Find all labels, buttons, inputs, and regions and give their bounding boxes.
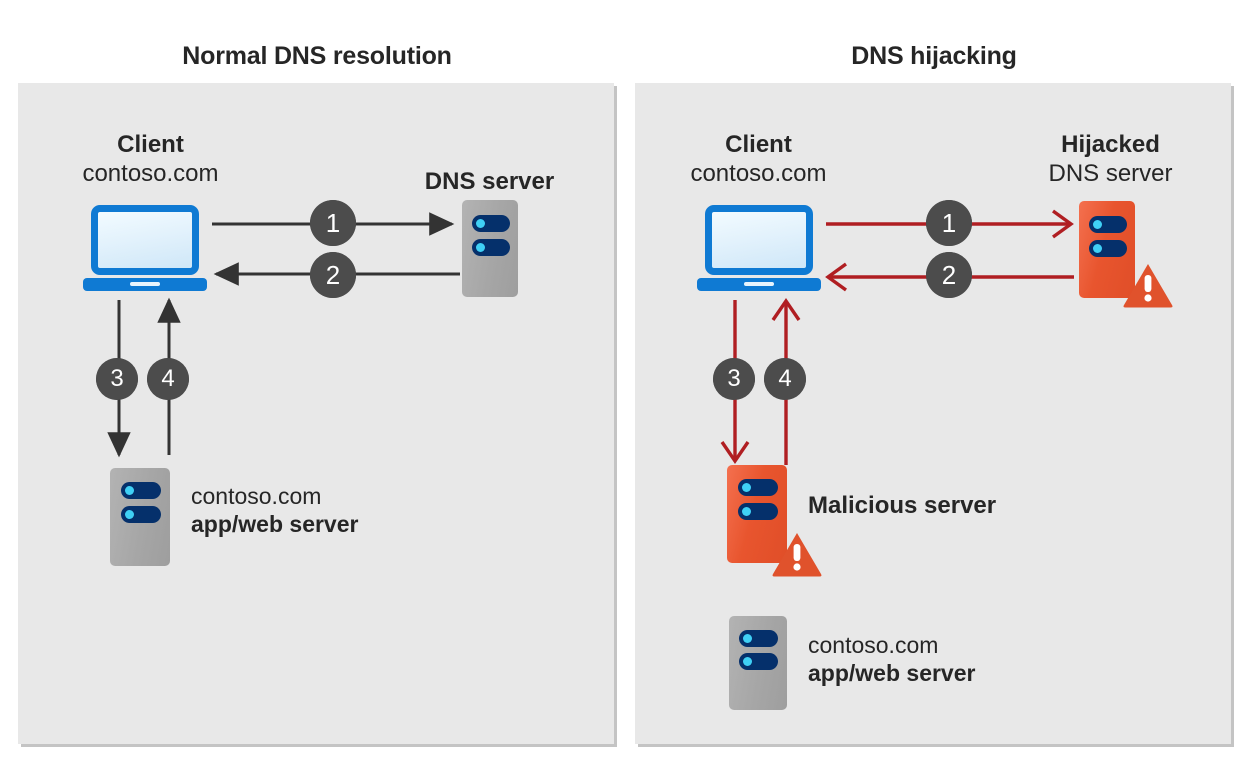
client-subtitle-normal: contoso.com — [82, 160, 219, 188]
app-web-server-role-hijack: app/web server — [808, 660, 976, 687]
server-icon — [729, 616, 787, 710]
app-web-server-label-normal: contoso.com app/web server — [191, 482, 358, 538]
panel-title-hijacking: DNS hijacking — [851, 42, 1017, 70]
server-drive-bay — [738, 479, 778, 496]
step-badge-2-normal-top: 2 — [310, 252, 356, 298]
step-badge-1-hijack-top: 1 — [926, 200, 972, 246]
malicious-server-label: Malicious server — [808, 491, 996, 520]
server-drive-bay — [738, 503, 778, 520]
malicious-server-title: Malicious server — [808, 492, 997, 519]
step-badge-2-hijack-top: 2 — [926, 252, 972, 298]
laptop-icon — [697, 205, 821, 297]
warning-triangle-icon — [1122, 262, 1174, 308]
server-led-icon — [743, 657, 752, 666]
hijacked-dns-label: Hijacked DNS server — [1008, 130, 1213, 189]
server-led-icon — [125, 510, 134, 519]
dns-server-title-normal: DNS server — [424, 168, 555, 195]
server-drive-bay — [1089, 216, 1127, 233]
laptop-notch — [744, 282, 774, 286]
app-web-server-domain-normal: contoso.com — [191, 483, 322, 509]
step-badge-4-hijack-top: 4 — [764, 358, 806, 400]
panel-normal-dns-resolution — [18, 83, 614, 744]
hijacked-dns-title: Hijacked — [1061, 131, 1160, 158]
server-led-icon — [476, 243, 485, 252]
server-led-icon — [742, 507, 751, 516]
client-title-normal: Client — [117, 131, 184, 158]
server-icon — [1079, 201, 1135, 298]
client-subtitle-hijack: contoso.com — [690, 160, 827, 188]
server-icon — [110, 468, 170, 566]
server-drive-bay — [472, 215, 510, 232]
server-drive-bay — [1089, 240, 1127, 257]
server-drive-bay — [121, 506, 161, 523]
step-badge-4-normal-top: 4 — [147, 358, 189, 400]
step-badge-3-hijack-top: 3 — [713, 358, 755, 400]
laptop-screen — [705, 205, 813, 275]
warning-triangle-icon — [771, 531, 823, 577]
server-icon — [462, 200, 518, 297]
server-led-icon — [125, 486, 134, 495]
app-web-server-role-normal: app/web server — [191, 511, 359, 538]
laptop-screen — [91, 205, 199, 275]
server-led-icon — [742, 483, 751, 492]
server-led-icon — [1093, 244, 1102, 253]
hijacked-dns-subtitle: DNS server — [1048, 160, 1173, 188]
app-web-server-domain-hijack: contoso.com — [808, 632, 939, 658]
step-badge-3-normal-top: 3 — [96, 358, 138, 400]
laptop-icon — [83, 205, 207, 297]
server-icon — [727, 465, 787, 563]
app-web-server-label-hijack: contoso.com app/web server — [808, 631, 975, 687]
server-drive-bay — [739, 630, 778, 647]
server-drive-bay — [739, 653, 778, 670]
server-drive-bay — [472, 239, 510, 256]
client-label-hijack: Client contoso.com — [656, 130, 861, 189]
server-led-icon — [1093, 220, 1102, 229]
panel-title-normal: Normal DNS resolution — [182, 42, 452, 70]
laptop-notch — [130, 282, 160, 286]
step-badge-1-normal-top: 1 — [310, 200, 356, 246]
client-title-hijack: Client — [725, 131, 792, 158]
server-led-icon — [476, 219, 485, 228]
client-label-normal: Client contoso.com — [48, 130, 253, 189]
server-led-icon — [743, 634, 752, 643]
server-drive-bay — [121, 482, 161, 499]
dns-server-label-normal: DNS server — [387, 167, 592, 196]
